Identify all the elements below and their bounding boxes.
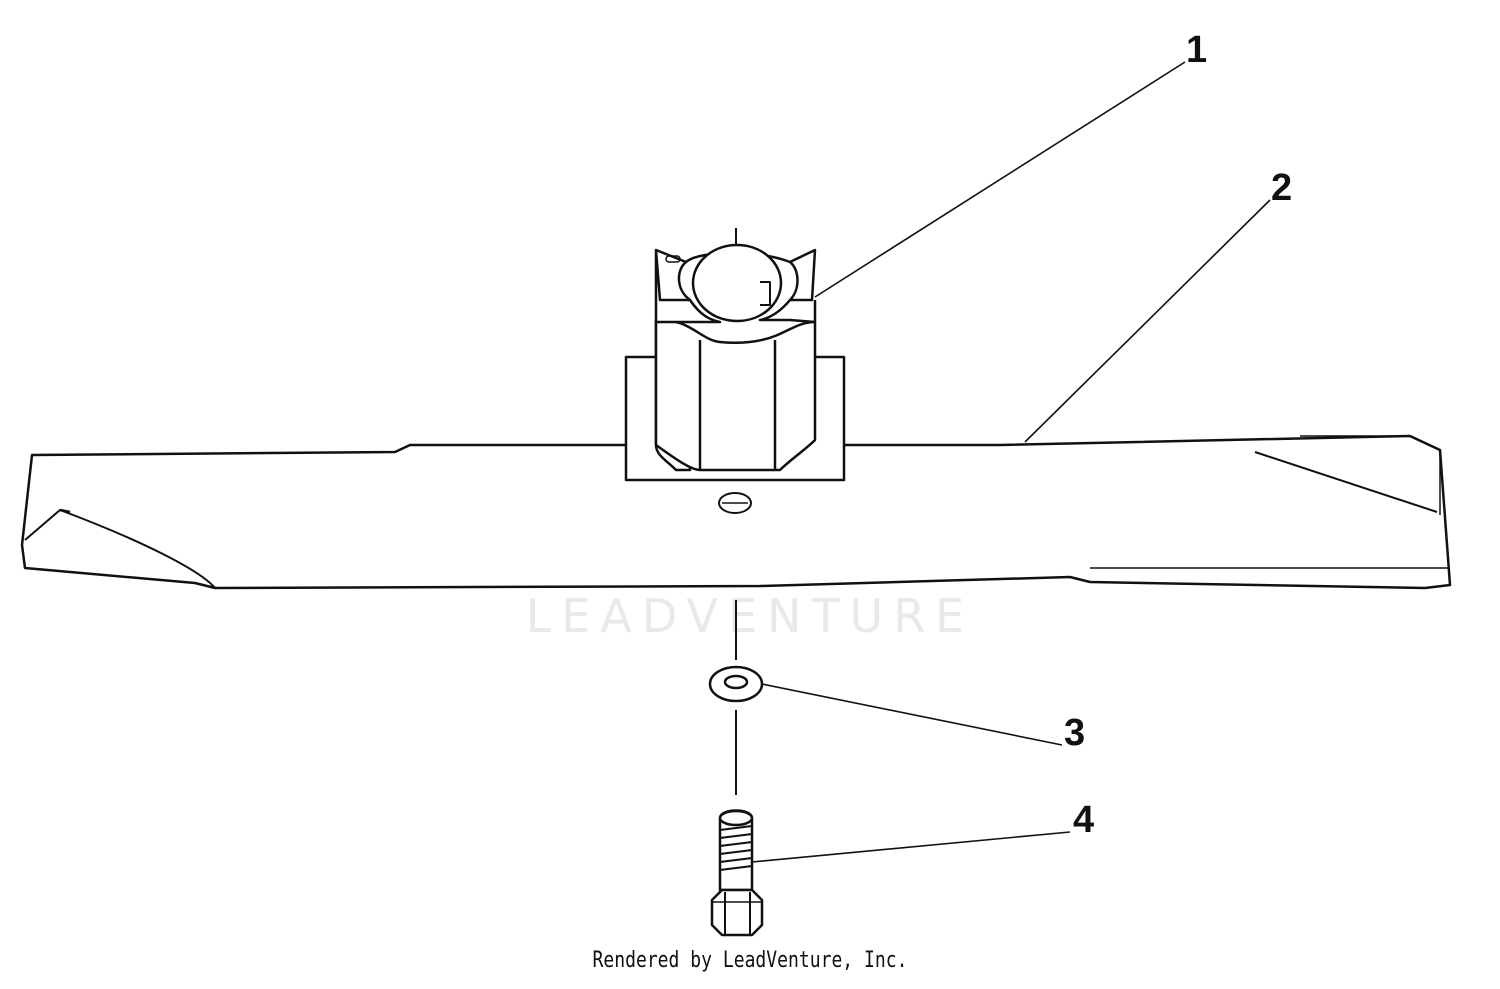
- watermark-text: LEADVENTURE: [526, 589, 975, 643]
- render-credit: Rendered by LeadVenture, Inc.: [592, 948, 908, 973]
- callout-3: 3: [1064, 712, 1085, 754]
- leader-line-4: [751, 831, 1071, 863]
- blade-adapter: [624, 243, 846, 482]
- leader-line-1: [814, 61, 1186, 298]
- leader-lines: [751, 61, 1271, 863]
- adapter-bore: [691, 243, 783, 323]
- callout-1: 1: [1186, 29, 1207, 71]
- bolt: [710, 809, 764, 937]
- callout-2: 2: [1271, 167, 1292, 209]
- leader-line-2: [1024, 199, 1271, 443]
- callout-labels: 1 2 3 4: [1064, 29, 1292, 841]
- callout-4: 4: [1073, 799, 1094, 841]
- washer: [708, 665, 764, 703]
- leader-line-3: [761, 683, 1063, 746]
